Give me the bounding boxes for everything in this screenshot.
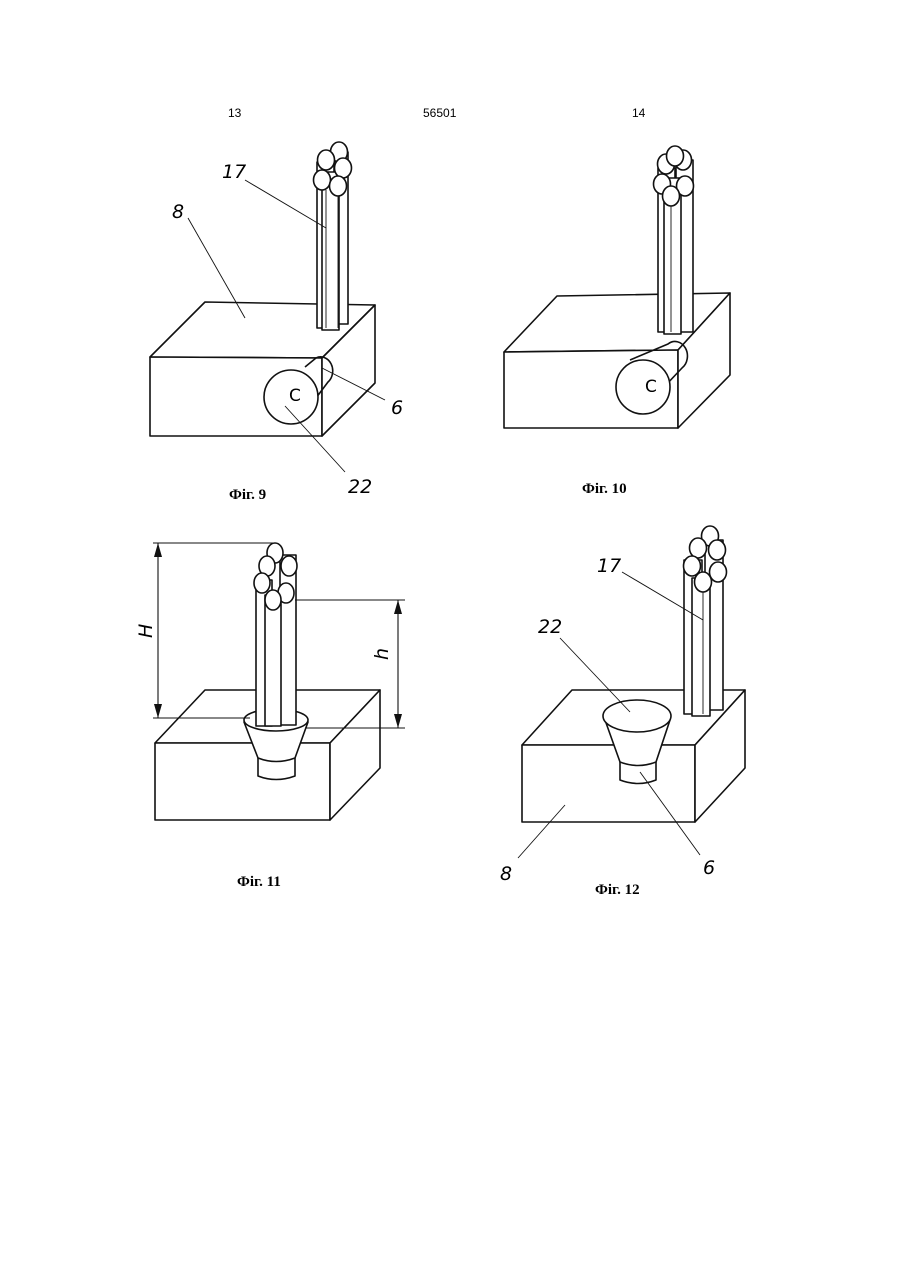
leader-17 <box>245 180 326 228</box>
rod-bundle <box>684 526 727 716</box>
part-22-circle <box>616 360 670 414</box>
figure-11: H h Фіг. 11 <box>135 543 405 890</box>
figure-12: 17 22 8 6 Фіг. 12 <box>500 526 745 898</box>
mark-c: C <box>289 386 301 406</box>
label-6: 6 <box>703 857 715 879</box>
label-22: 22 <box>348 476 372 498</box>
mark-c: C <box>645 377 657 397</box>
rod-bundle <box>254 543 297 726</box>
label-8: 8 <box>172 201 184 223</box>
block-front-face <box>155 743 330 820</box>
caption-fig-12: Фіг. 12 <box>595 882 640 898</box>
rod-bundle <box>314 142 352 330</box>
block-front-face <box>522 745 695 822</box>
page-number-left: 13 <box>228 106 242 120</box>
label-17: 17 <box>222 161 246 183</box>
figure-10: C Фіг. 10 <box>504 146 730 497</box>
label-8: 8 <box>500 863 512 885</box>
rod-bundle <box>654 146 694 334</box>
label-6: 6 <box>391 397 403 419</box>
document-number: 56501 <box>423 106 457 120</box>
caption-fig-11: Фіг. 11 <box>237 874 281 890</box>
label-17: 17 <box>597 555 621 577</box>
label-22: 22 <box>538 616 562 638</box>
figure-9: C 17 8 6 22 Фіг. 9 <box>150 142 403 503</box>
label-H: H <box>135 624 157 638</box>
label-h: h <box>371 648 393 660</box>
page-number-right: 14 <box>632 106 646 120</box>
caption-fig-10: Фіг. 10 <box>582 481 627 497</box>
caption-fig-9: Фіг. 9 <box>229 487 266 503</box>
